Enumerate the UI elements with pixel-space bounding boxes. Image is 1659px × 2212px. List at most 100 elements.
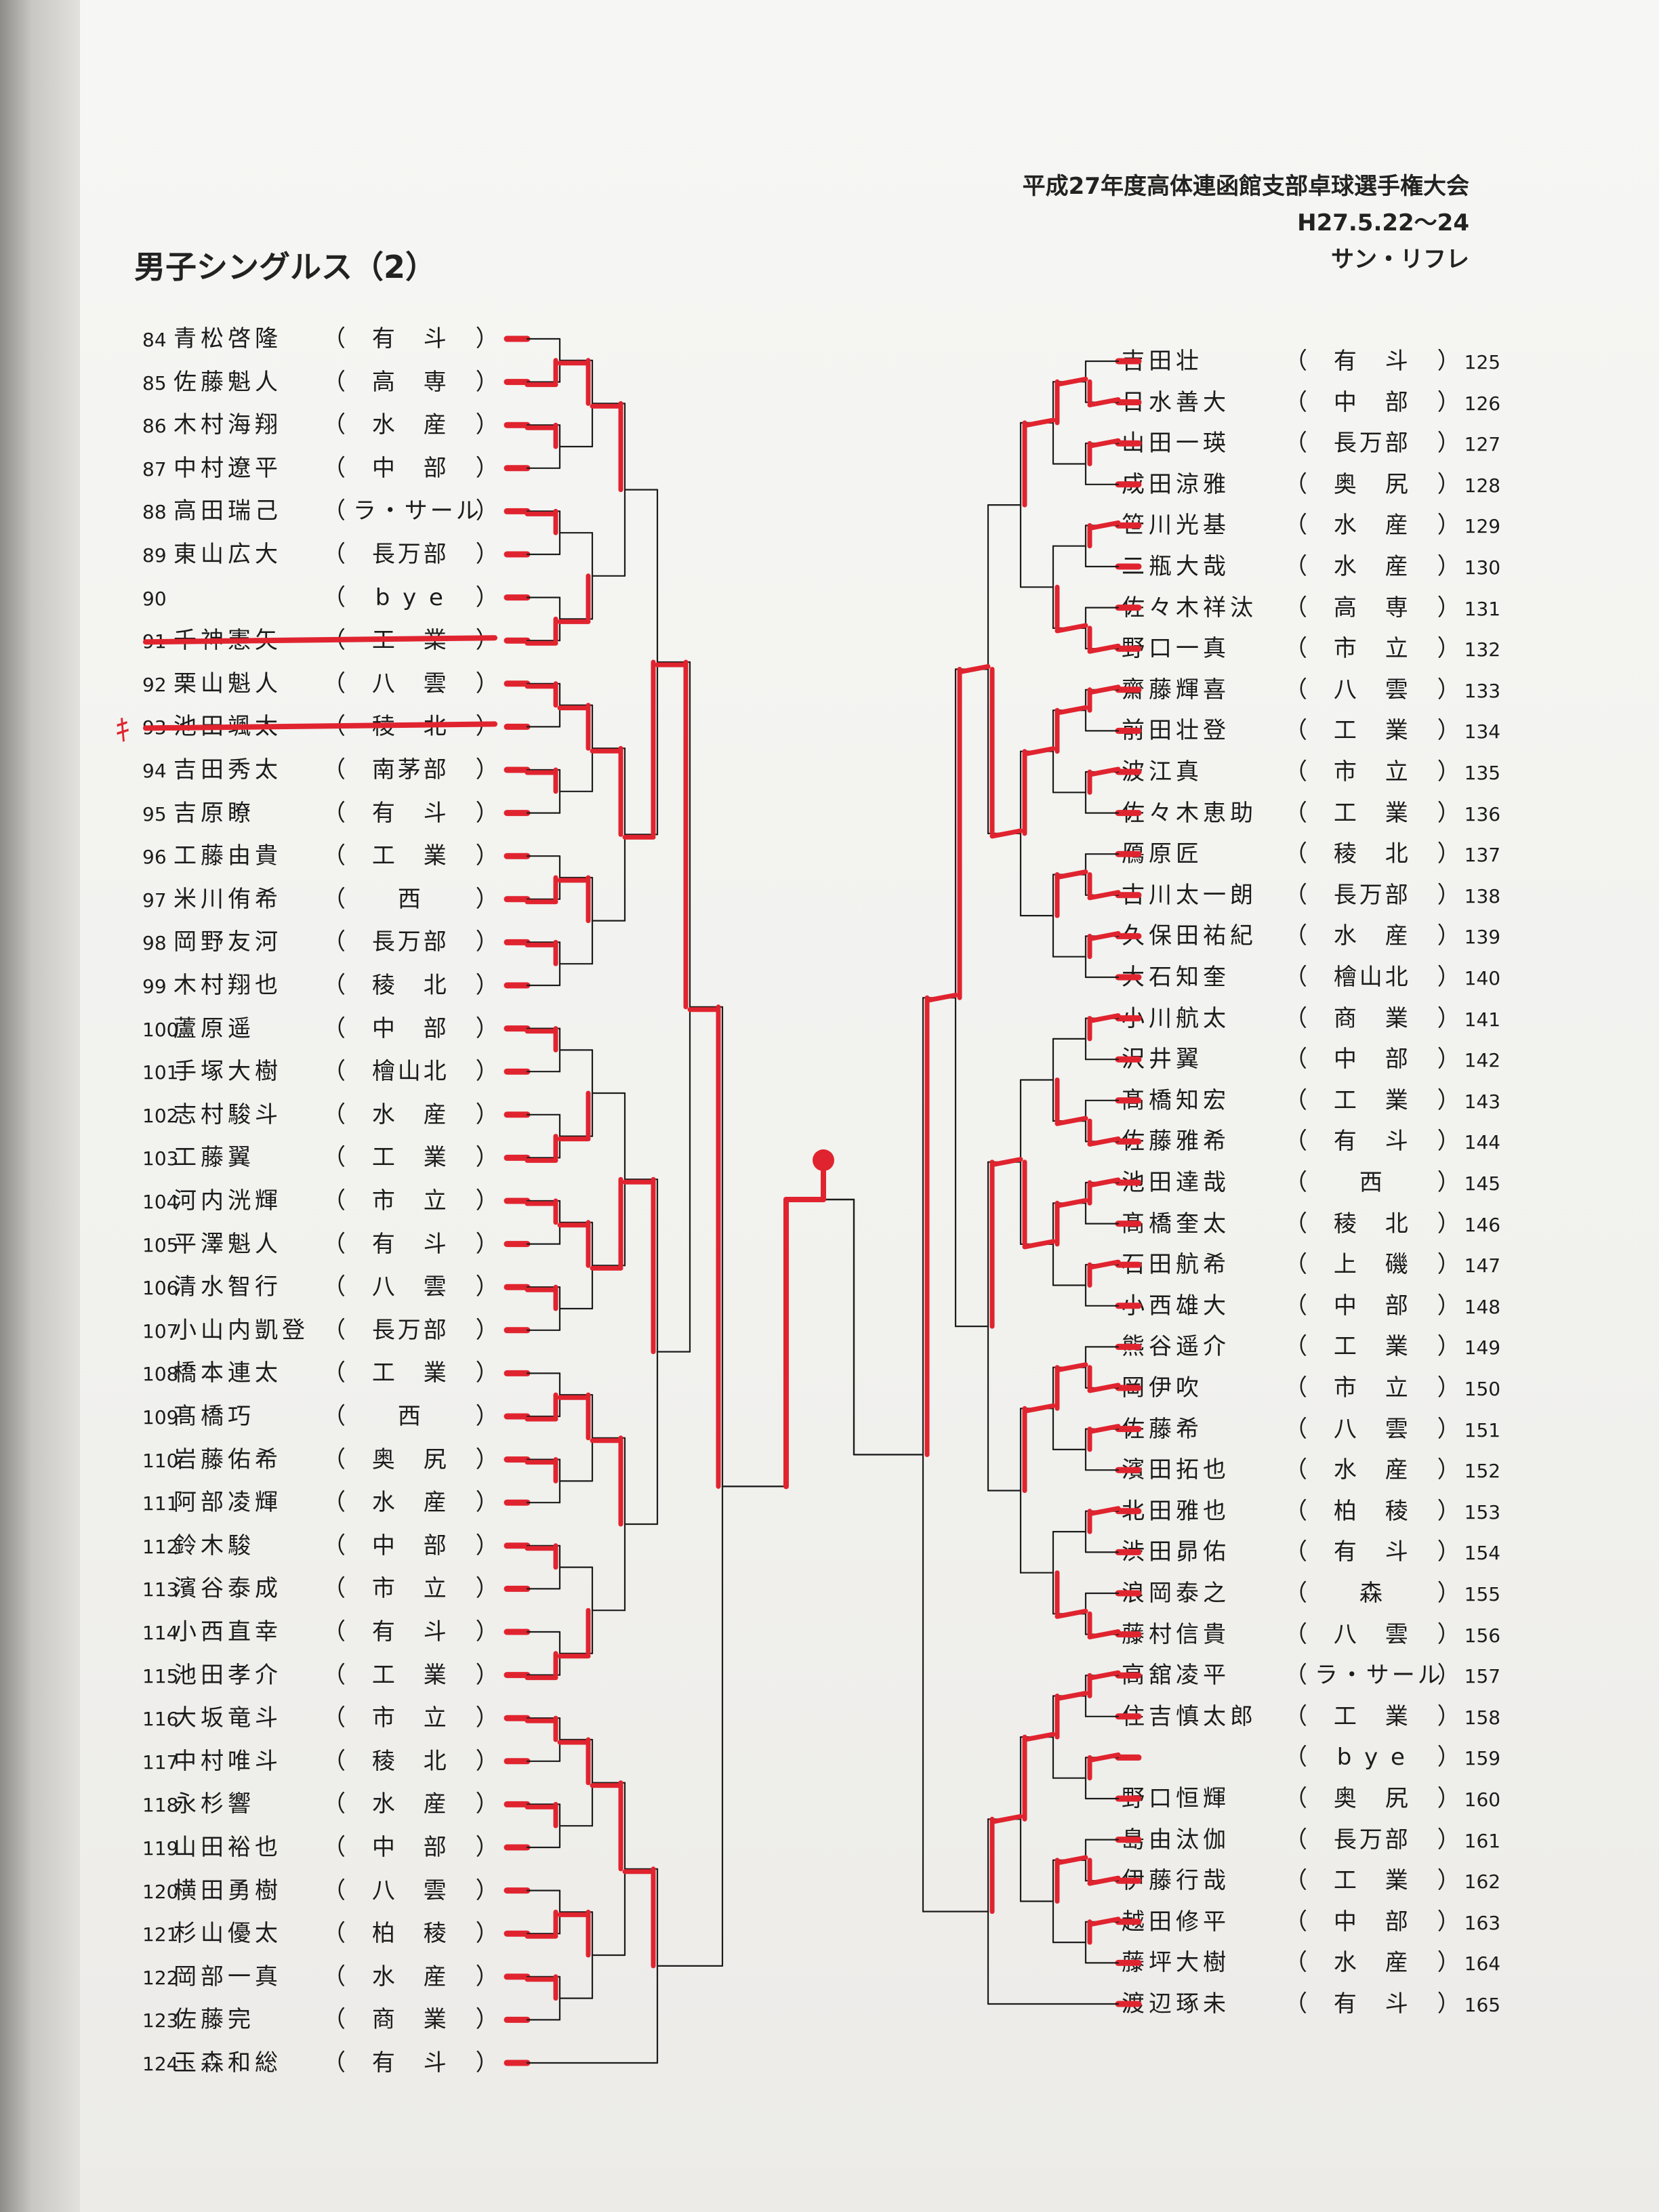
entry-school: 檜山北 [1333, 964, 1411, 991]
winner-marker [1087, 438, 1121, 449]
entry-seed: 92 [142, 673, 167, 696]
entry-school: 八 雲 [1333, 1415, 1411, 1443]
entry-seed: 128 [1464, 474, 1501, 497]
winner-marker [1022, 1239, 1056, 1250]
left-entry: 114小西直幸（ 有 斗 ） [142, 1618, 499, 1645]
entry-seed: 115 [142, 1664, 179, 1687]
entry-seed: 103 [142, 1147, 179, 1170]
winner-marker [1087, 643, 1121, 654]
right-entry: 髙橋知宏（ 工 業 ）143 [1122, 1086, 1501, 1114]
left-entry: 121杉山優太（ 柏 稜 ） [142, 1920, 499, 1948]
entry-seed: 99 [142, 975, 167, 998]
entry-school: 奥 尻 [371, 1446, 449, 1473]
entry-school: 水 産 [371, 1790, 449, 1818]
entry-seed: 107 [142, 1319, 179, 1343]
winner-marker [1087, 1875, 1121, 1886]
entry-seed: 153 [1464, 1500, 1501, 1523]
winner-marker [924, 992, 958, 1003]
entry-seed: 95 [142, 802, 167, 825]
entry-name: 吉田秀太 [173, 756, 282, 783]
entry-name: 髙橋巧 [173, 1403, 255, 1430]
winner-marker [1087, 1917, 1121, 1927]
entry-school: 八 雲 [1333, 1620, 1411, 1648]
entry-school: 柏 稜 [371, 1920, 449, 1948]
winner-marker [1087, 397, 1121, 408]
entry-seed: 156 [1464, 1624, 1501, 1647]
entry-seed: 120 [142, 1880, 179, 1903]
entry-name: 永杉響 [173, 1790, 255, 1818]
left-entry: 104河内洸輝（ 市 立 ） [142, 1187, 499, 1214]
entry-seed: 142 [1464, 1049, 1501, 1072]
entry-school: ラ・サール [352, 497, 482, 525]
entry-school: 工 業 [371, 842, 449, 870]
entry-school: 有 斗 [371, 325, 449, 352]
entry-seed: 110 [142, 1449, 179, 1472]
winner-marker [989, 1157, 1023, 1168]
entry-name: 清水智行 [173, 1273, 282, 1301]
entry-school: 西 [397, 885, 424, 913]
right-entry: 佐々木祥汰（ 高 専 ）131 [1122, 594, 1501, 621]
entry-school: 稜 北 [371, 972, 449, 999]
winner-marker [1087, 1506, 1121, 1517]
left-entry: 113濱谷泰成（ 市 立 ） [142, 1575, 499, 1603]
left-entry: 117中村唯斗（ 稜 北 ） [142, 1747, 499, 1775]
entry-school: 工 業 [371, 1661, 449, 1689]
entry-name: 手塚大樹 [173, 1058, 282, 1086]
winner-marker [1087, 1259, 1121, 1270]
left-entry: 90（ b y e ） [142, 583, 499, 611]
entry-school: ラ・サール [1314, 1662, 1443, 1689]
entry-seed: 137 [1464, 844, 1501, 867]
champion-marker [813, 1149, 834, 1171]
entry-name: 工藤由貴 [173, 842, 282, 870]
entry-name: 横田勇樹 [173, 1877, 282, 1904]
strike-mark [143, 635, 497, 645]
entry-seed: 140 [1464, 967, 1501, 989]
entry-seed: 104 [142, 1191, 179, 1213]
entry-school: 水 産 [371, 411, 449, 439]
entry-school: 工 業 [371, 1359, 449, 1387]
entry-seed: 102 [142, 1104, 179, 1127]
entry-seed: 111 [142, 1492, 179, 1515]
entry-school: 水 産 [1333, 1949, 1411, 1977]
entry-name: 佐々木恵助 [1122, 799, 1257, 827]
book-spine [0, 0, 80, 2212]
entry-name: 阿部凌輝 [173, 1489, 282, 1517]
entry-school: 水 産 [1333, 512, 1411, 539]
entry-seed: 124 [142, 2053, 179, 2075]
entry-seed: 151 [1464, 1418, 1501, 1441]
entry-name: 木村海翔 [173, 411, 282, 439]
winner-marker [1022, 1403, 1056, 1414]
entry-school: 市 立 [1333, 1374, 1411, 1401]
entry-school: 森 [1359, 1580, 1385, 1607]
left-entry: 124玉森和総（ 有 斗 ） [142, 2049, 499, 2076]
right-entry: 小川航太（ 商 業 ）141 [1122, 1004, 1501, 1032]
entry-school: 中 部 [1333, 1292, 1411, 1319]
entry-name: 高田瑞己 [173, 497, 282, 525]
entry-seed: 119 [142, 1837, 179, 1860]
entry-seed: 122 [142, 1966, 179, 1989]
entry-name: 青松啓隆 [173, 325, 282, 352]
entry-school: 中 部 [371, 1015, 449, 1042]
entry-seed: 154 [1464, 1542, 1501, 1565]
entry-seed: 87 [142, 457, 167, 480]
left-entry: 108橋本連太（ 工 業 ） [142, 1359, 499, 1387]
entry-school: 有 斗 [1333, 1128, 1411, 1155]
right-entry: 石田航希（ 上 磯 ）147 [1122, 1251, 1501, 1279]
entry-school: 有 斗 [371, 2049, 449, 2076]
entry-school: 八 雲 [371, 670, 449, 697]
entry-name: 米川侑希 [173, 885, 282, 913]
entry-seed: 116 [142, 1708, 179, 1731]
entry-school: 市 立 [1333, 635, 1411, 663]
entry-name: 池田孝介 [173, 1661, 282, 1689]
entry-school: 中 部 [371, 1834, 449, 1861]
entry-school: 稜 北 [371, 1747, 449, 1775]
right-entry: 岡伊吹（ 市 立 ）150 [1122, 1374, 1501, 1401]
left-entry: 103工藤翼（ 工 業 ） [142, 1144, 499, 1172]
entry-seed: 129 [1464, 515, 1501, 538]
entry-name: 杉山優太 [173, 1920, 282, 1948]
entry-school: 水 産 [371, 1101, 449, 1128]
entry-school: 有 斗 [1333, 1538, 1411, 1566]
right-entry: 鴈原匠（ 稜 北 ）137 [1122, 840, 1501, 868]
